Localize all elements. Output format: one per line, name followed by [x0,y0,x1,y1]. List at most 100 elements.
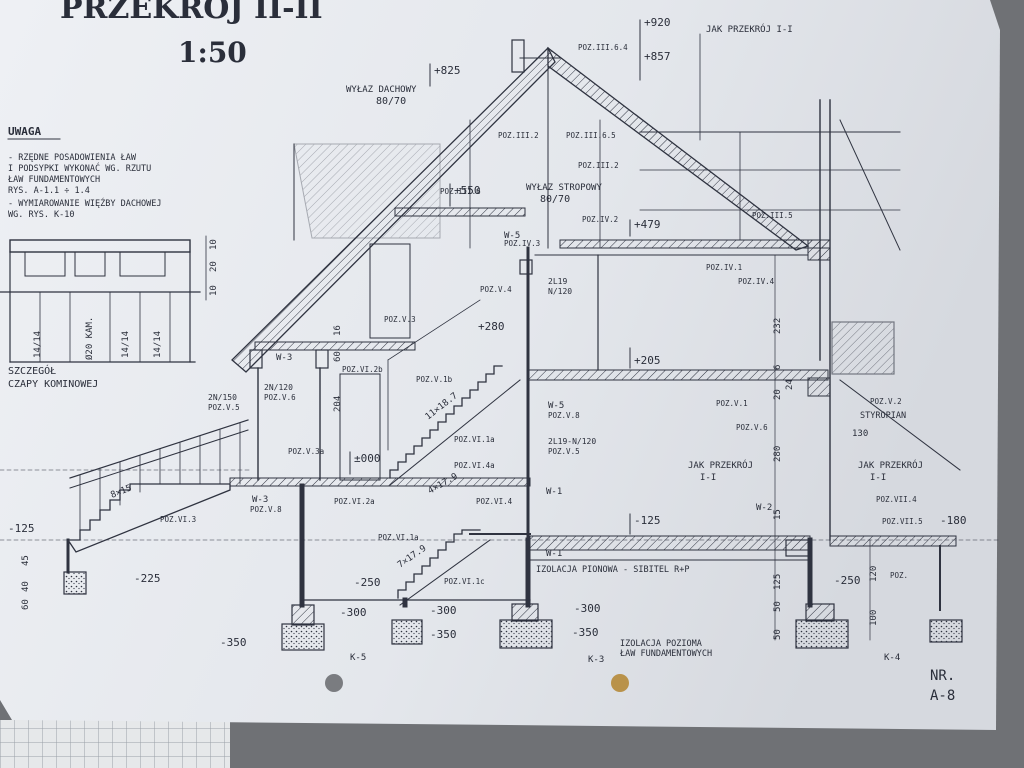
sheet-number-label: NR. [930,668,955,684]
balcony-railing [831,321,895,375]
interior-stair [389,365,503,479]
reference-label: JAK PRZEKRÓJ [688,459,753,471]
position-label: POZ.V.6 [264,393,296,402]
note-line: - WYMIAROWANIE WIĘŹBY DACHOWEJ [8,197,162,209]
position-label: POZ.V.2 [870,397,902,406]
level-mark: +205 [634,354,661,367]
position-label: POZ. [890,571,908,580]
chimney [511,39,525,73]
footing [291,604,315,626]
position-label: POZ.III.6.4 [578,43,628,52]
annex-slab [829,535,957,547]
dimension: 15 [773,509,783,520]
exterior-stair [66,483,231,553]
dimension: 24 [785,379,795,390]
dimension: 60 [333,351,343,362]
position-label: POZ.V.5 [548,447,580,456]
level-mark: +920 [644,16,671,29]
dimension: 40 [21,581,31,592]
punch-hole [611,674,629,692]
level-mark: -250 [354,576,381,589]
level-mark: -125 [8,522,35,535]
reference-label: JAK PRZEKRÓJ I-I [706,23,793,35]
drawing-title: PRZEKRÓJ II-II [60,0,323,26]
flue-label: Ø20 KAM. [84,317,95,360]
dimension: 50 [773,629,783,640]
position-label: POZ.V.1 [716,399,748,408]
level-mark: +479 [634,218,661,231]
wall-label: W-1 [546,487,562,497]
dimension: 120 [869,566,879,582]
position-label: POZ.V.8 [548,411,580,420]
position-label: POZ.III.6 [440,187,481,196]
drawing-scale: 1:50 [178,36,247,69]
lintel-label: 2N/120 [264,383,293,392]
chimney-dim: 20 [209,261,219,272]
position-label: POZ.VI.1a [454,435,495,444]
position-label: POZ.VI.4a [454,461,495,470]
position-label: POZ.VI.2a [334,497,375,506]
level-mark: -125 [634,514,661,527]
dimension: 6 [773,365,783,370]
note-heading: UWAGA [8,125,41,138]
position-label: POZ.IV.2 [582,215,618,224]
mezzanine-slab [254,341,416,351]
dormer-roof [293,143,441,239]
lintel-label: 2N/150 [208,393,237,402]
chimney-caption: SZCZEGÓŁ [8,364,56,377]
level-mark: +550 [454,184,481,197]
footing [281,623,325,651]
dimension: 232 [773,318,783,334]
footing [795,619,849,649]
position-label: POZ.III.6.5 [566,131,616,140]
hatch-label: WYŁAZ STROPOWY [526,183,602,193]
flue-label: 14/14 [153,331,163,358]
chimney-detail: 14/14 Ø20 KAM. 14/14 14/14 10 20 10 SZCZ… [0,235,219,390]
level-mark: +825 [434,64,461,77]
note-line: WG. RYS. K-10 [8,210,75,220]
dimension: 16 [333,325,343,336]
dimension: 280 [773,446,783,462]
reference-label: I-I [700,473,716,483]
footing [499,619,553,649]
insulation-label: IZOLACJA PIONOWA - SIBITEL R+P [536,565,690,575]
lintel-label: N/120 [548,287,572,296]
top-floor-slab [559,239,831,249]
chimney-caption: CZAPY KOMINOWEJ [8,379,98,390]
foundation-label: K-4 [884,653,900,663]
position-label: POZ.VI.2b [342,365,383,374]
basement-stair [397,529,481,599]
lintel-label: 2L19-N/120 [548,437,596,446]
dimension: 20 [773,389,783,400]
position-label: POZ.V.3a [288,447,324,456]
position-label: POZ.VI.3 [160,515,196,524]
note-line: I PODSYPKI WYKONAĆ WG. RZUTU [8,162,151,174]
note-line: RYS. A-1.1 ÷ 1.4 [8,186,90,196]
hatch-label: WYŁAZ DACHOWY [346,85,417,95]
position-label: POZ.V.5 [208,403,240,412]
dimension: 50 [773,601,783,612]
position-label: POZ.III.2 [578,161,619,170]
dimension: 60 [21,599,31,610]
flue-label: 14/14 [121,331,131,358]
chimney-dim: 10 [209,285,219,296]
note-block: UWAGA - RZĘDNE POSADOWIENIA ŁAW I PODSYP… [7,125,162,220]
level-mark: -300 [430,604,457,617]
footing [929,619,963,643]
ground-floor-slab [229,477,531,487]
footing [391,619,423,645]
footing [63,571,87,595]
wall-label: W-5 [548,401,564,411]
exterior-railing [79,422,241,531]
level-mark: -225 [134,572,161,585]
level-mark: -350 [430,628,457,641]
insulation-label: ŁAW FUNDAMENTOWYCH [619,649,712,659]
dimension: 130 [852,429,868,439]
position-label: POZ.IV.1 [706,263,742,272]
footing [805,603,835,622]
reference-label: JAK PRZEKRÓJ [858,459,923,471]
level-mark: -250 [834,574,861,587]
level-mark: -350 [572,626,599,639]
foundation-label: K-5 [350,653,366,663]
sheet-id: A-8 [930,688,955,704]
